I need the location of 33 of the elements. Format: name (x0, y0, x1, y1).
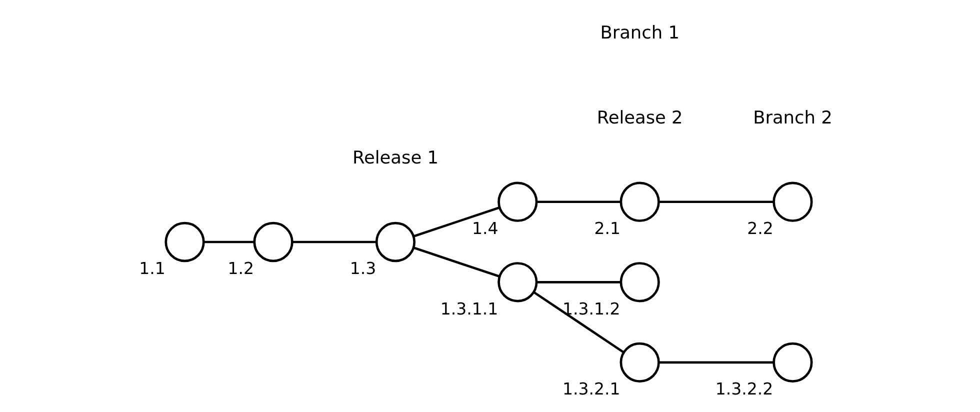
label: Branch 1 (600, 23, 679, 44)
node-circle (619, 342, 660, 382)
node-circle (619, 182, 660, 222)
label: Branch 2 (752, 108, 832, 128)
node-label: 1.3.1.2 (562, 299, 620, 318)
node-circle (772, 342, 812, 382)
connector (536, 200, 620, 204)
node-label: 1.3 (349, 259, 376, 278)
node-circle (619, 262, 660, 302)
node-circle (497, 262, 538, 302)
node-circle (164, 222, 204, 262)
connector (412, 206, 500, 238)
node-circle (497, 182, 538, 222)
node-label: 1.4 (472, 218, 498, 238)
node-label: 1.3.2.1 (562, 380, 620, 399)
node-circle (772, 182, 812, 222)
node-label: 1.2 (227, 259, 254, 278)
label: Release 2 (596, 108, 682, 128)
connector (532, 291, 624, 354)
connector (658, 361, 774, 364)
connector (292, 240, 376, 244)
connector (412, 246, 500, 278)
connector (203, 240, 254, 244)
node-circle (374, 222, 416, 262)
node-label: 1.3.2.2 (714, 380, 773, 399)
node-label: 1.1 (138, 259, 165, 278)
node-label: 2.1 (594, 218, 620, 238)
node-label: 2.2 (746, 218, 773, 238)
label: Release 1 (352, 148, 438, 169)
node-label: 1.3.1.1 (440, 299, 498, 318)
connector (536, 280, 620, 284)
node-circle (252, 222, 293, 262)
connector (658, 200, 774, 204)
